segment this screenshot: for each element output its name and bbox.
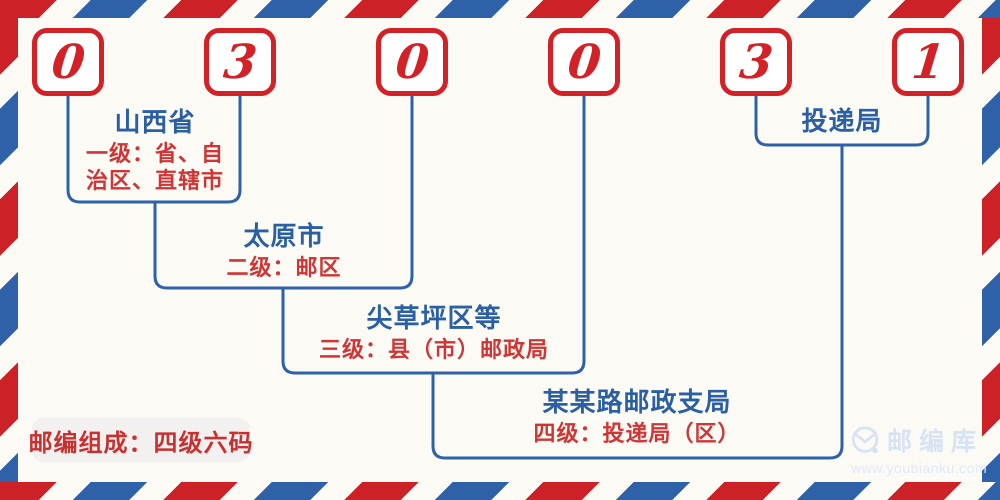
level3-desc: 三级：县（市）邮政局 bbox=[318, 337, 549, 362]
label-delivery-office: 投递局 bbox=[768, 106, 916, 137]
digit-3: 0 bbox=[392, 34, 432, 90]
digit-box-6: 1 bbox=[892, 28, 964, 96]
digit-5: 3 bbox=[736, 34, 776, 90]
level4-desc: 四级：投递局（区） bbox=[533, 421, 741, 446]
digit-6: 1 bbox=[908, 34, 948, 90]
composition-badge: 邮编组成：四级六码 bbox=[29, 418, 253, 462]
label-level1: 山西省 一级：省、自 治区、直辖市 bbox=[69, 107, 241, 194]
label-level4: 某某路邮政支局 四级：投递局（区） bbox=[463, 387, 811, 447]
label-level2: 太原市 二级：邮区 bbox=[156, 221, 412, 281]
digit-2: 3 bbox=[220, 34, 260, 90]
youbianku-watermark: 邮编库 www.youbianku.com bbox=[851, 422, 988, 476]
digit-box-4: 0 bbox=[548, 28, 620, 96]
level2-name: 太原市 bbox=[243, 221, 325, 251]
digit-1: 0 bbox=[48, 34, 88, 90]
level1-desc-line1: 一级：省、自 bbox=[85, 141, 224, 166]
digit-box-3: 0 bbox=[376, 28, 448, 96]
site-name: 邮编库 bbox=[886, 428, 983, 456]
level3-name: 尖草坪区等 bbox=[366, 303, 502, 333]
airmail-border-bottom bbox=[0, 482, 1000, 500]
label-level3: 尖草坪区等 三级：县（市）邮政局 bbox=[284, 303, 584, 363]
digit-4: 0 bbox=[564, 34, 604, 90]
composition-text: 邮编组成：四级六码 bbox=[28, 429, 254, 457]
airmail-border-top bbox=[0, 0, 1000, 18]
envelope-circle-icon bbox=[851, 425, 879, 453]
delivery-office-name: 投递局 bbox=[801, 106, 883, 136]
site-url: www.youbianku.com bbox=[851, 460, 988, 476]
digit-box-1: 0 bbox=[32, 28, 104, 96]
airmail-border-right bbox=[982, 18, 1000, 482]
digit-box-5: 3 bbox=[720, 28, 792, 96]
level1-desc-line2: 治区、直辖市 bbox=[85, 168, 224, 193]
level2-desc: 二级：邮区 bbox=[226, 255, 342, 280]
digit-box-2: 3 bbox=[204, 28, 276, 96]
level1-name: 山西省 bbox=[114, 107, 196, 137]
airmail-border-left bbox=[0, 18, 18, 482]
level4-name: 某某路邮政支局 bbox=[542, 387, 732, 417]
